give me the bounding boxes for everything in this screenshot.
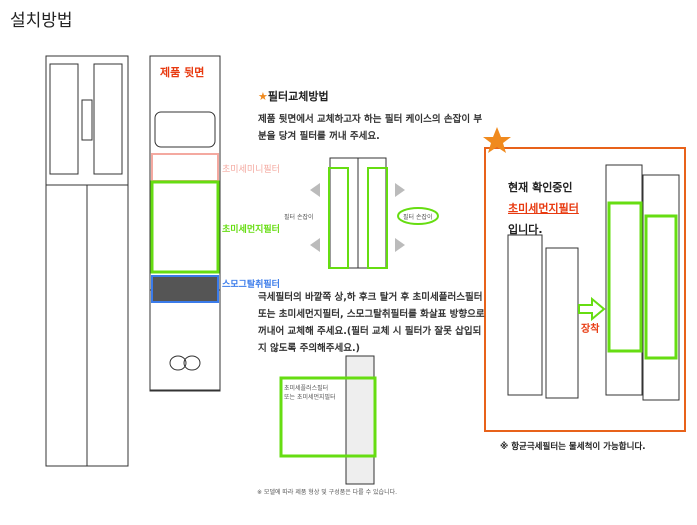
step2-line: 꺼내어 교체해 주세요.(필터 교체 시 필터가 잘못 삽입되 [258, 326, 482, 337]
section-title: ★필터교체방법 [258, 90, 329, 103]
panel-line1: 현재 확인중인 [508, 181, 573, 194]
footnote: ※ 모델에 따라 제품 형상 및 구성품은 다를 수 있습니다. [257, 489, 398, 496]
filter-case-drawing [329, 157, 387, 269]
back-label: 제품 뒷면 [160, 66, 205, 79]
filter-label-top: 초미세미니필터 [222, 165, 280, 175]
hand-label-line: 초미세플러스필터 [284, 385, 329, 392]
install-arrow-icon [578, 296, 606, 322]
panel-note: ※ 항균극세필터는 물세척이 가능합니다. [500, 442, 646, 452]
step2-line: 또는 초미세먼지필터, 스모그탈취필터를 화살표 방향으로 [258, 309, 485, 320]
step2-line: 극세필터의 바깥쪽 상,하 후크 탈거 후 초미세플러스필터 [258, 292, 483, 303]
page-title: 설치방법 [10, 11, 73, 31]
hand-label-line: 또는 초미세먼지필터 [284, 394, 336, 401]
filter-label-middle: 초미세먼지필터 [222, 225, 280, 235]
handle-label-right: 필터 손잡이 [403, 214, 433, 221]
handle-highlight [397, 207, 439, 225]
panel-highlight: 초미세먼지필터 [508, 202, 579, 215]
step2-line: 지 않도록 주의해주세요.) [258, 343, 360, 354]
star-icon [483, 127, 511, 153]
step1-line: 분을 당겨 필터를 꺼내 주세요. [258, 131, 380, 142]
filter-box-bottom [151, 275, 219, 303]
handle-label-left: 필터 손잡이 [284, 214, 314, 221]
back-unit-drawing [149, 55, 221, 392]
star-icon: ★ [258, 90, 268, 103]
filter-box-middle [150, 180, 220, 274]
front-unit-drawing [45, 55, 129, 467]
step1-line: 제품 뒷면에서 교체하고자 하는 필터 케이스의 손잡이 부 [258, 114, 483, 125]
install-label: 장착 [581, 324, 600, 335]
arrow-icons [310, 183, 405, 252]
hand-box [279, 376, 377, 458]
panel-line3: 입니다. [508, 223, 543, 236]
info-panel [484, 147, 686, 432]
filter-label-bottom: 스모그탈취필터 [222, 280, 280, 290]
filter-box-top [151, 153, 219, 182]
